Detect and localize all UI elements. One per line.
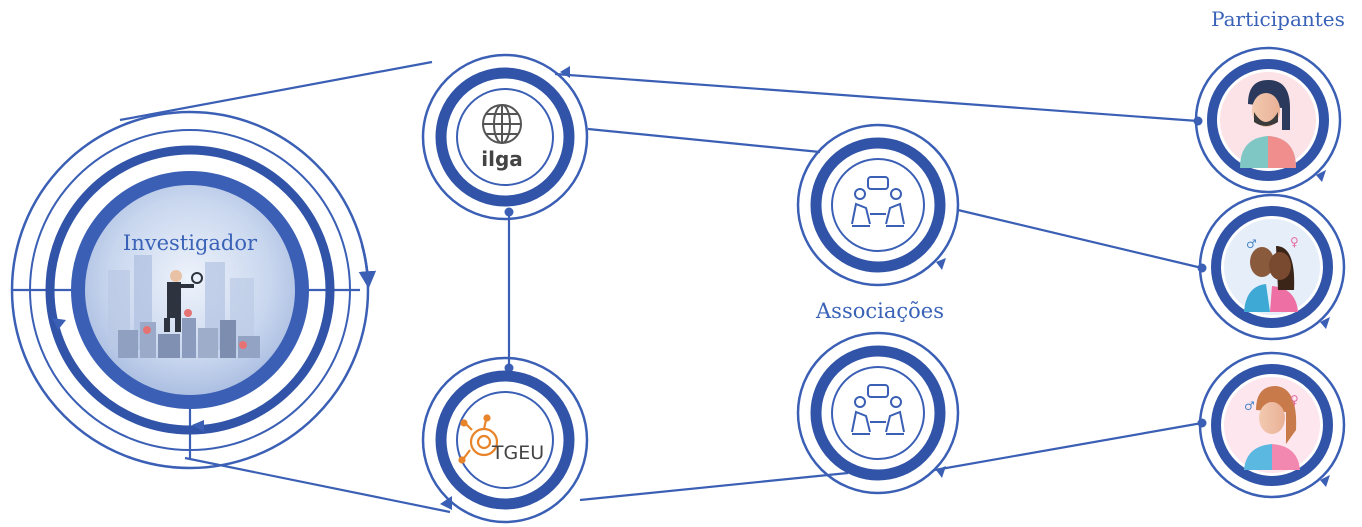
svg-text:♀: ♀ [1290, 235, 1299, 249]
couple-avatar: ♂ ♀ [1224, 219, 1320, 315]
link-researcher-tgeu [184, 456, 451, 514]
svg-text:♂: ♂ [1246, 237, 1257, 251]
person-avatar [1220, 72, 1316, 168]
connection-lines [12, 60, 1203, 514]
associations-label: Associações [815, 299, 944, 323]
link-ilga-association1 [587, 127, 821, 154]
ilga-node: ilga [421, 53, 589, 221]
participant-node-1 [1194, 46, 1342, 194]
link-researcher-ilga [119, 60, 433, 122]
tgeu-logo-text: TGEU [491, 442, 544, 464]
svg-text:♂: ♂ [1244, 399, 1255, 413]
meeting-people-icon [851, 176, 905, 227]
association-node-2 [796, 331, 960, 495]
researcher-label: Investigador [123, 231, 258, 255]
meeting-people-icon [851, 384, 905, 435]
city-illustration [108, 255, 260, 358]
tgeu-node: TGEU [421, 356, 589, 524]
participant-node-3: ♂ ♀ [1198, 351, 1346, 499]
svg-text:♀: ♀ [1290, 393, 1299, 407]
tgeu-network-icon [458, 414, 499, 464]
participants-label: Participantes [1211, 7, 1345, 31]
link-ilga-participant1 [554, 72, 1199, 123]
participant-node-2: ♂ ♀ [1198, 193, 1346, 341]
link-association2-participant3 [934, 421, 1203, 472]
researcher-node: Investigador [10, 110, 377, 470]
gender-avatar: ♂ ♀ [1224, 377, 1320, 473]
link-association1-participant2 [957, 208, 1203, 270]
link-tgeu-association2 [579, 471, 849, 502]
globe-icon [482, 104, 522, 144]
association-node-1 [796, 123, 960, 287]
ilga-logo-text: ilga [481, 147, 523, 171]
